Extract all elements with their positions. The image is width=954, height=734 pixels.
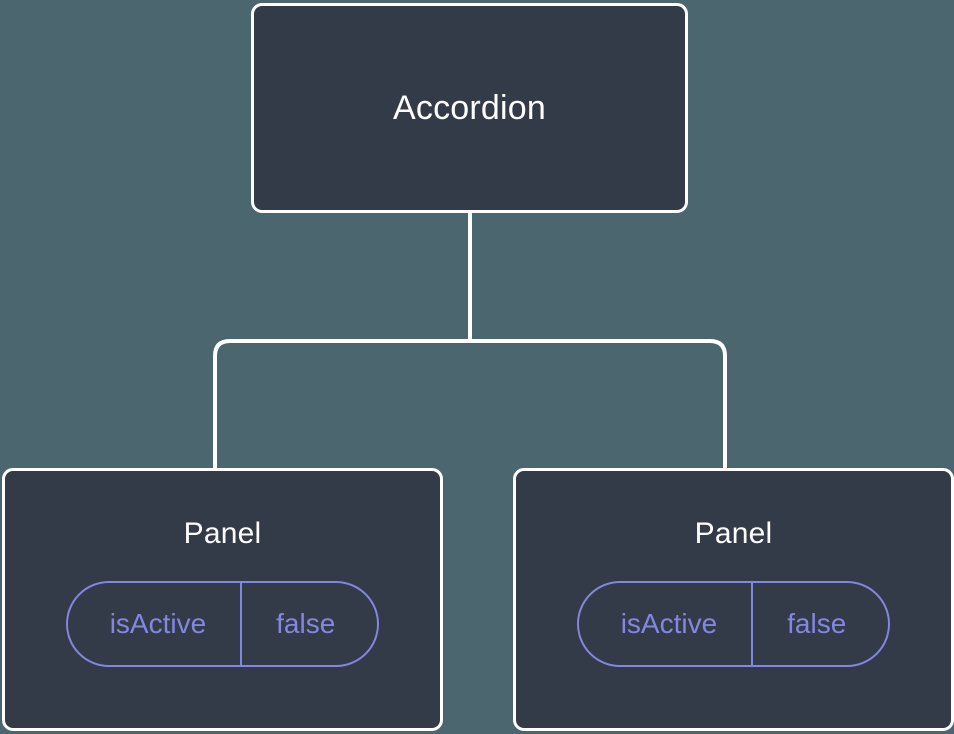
node-accordion-label: Accordion	[393, 89, 546, 127]
node-accordion[interactable]: Accordion	[251, 3, 688, 213]
connector-branch-right	[470, 339, 727, 470]
prop-key-panel-1: isActive	[109, 608, 207, 639]
node-panel-1[interactable]: Panel isActive false	[2, 468, 443, 731]
prop-pill-panel-1[interactable]: isActive false	[65, 581, 380, 667]
prop-value-panel-2: false	[751, 583, 888, 665]
connector-branch-left	[213, 339, 470, 470]
prop-key-panel-2: isActive	[620, 608, 718, 639]
node-panel-2[interactable]: Panel isActive false	[513, 468, 954, 731]
node-panel-2-label: Panel	[694, 517, 773, 550]
prop-pill-panel-2[interactable]: isActive false	[576, 581, 891, 667]
prop-value-panel-1: false	[240, 583, 377, 665]
node-panel-1-label: Panel	[183, 517, 262, 550]
